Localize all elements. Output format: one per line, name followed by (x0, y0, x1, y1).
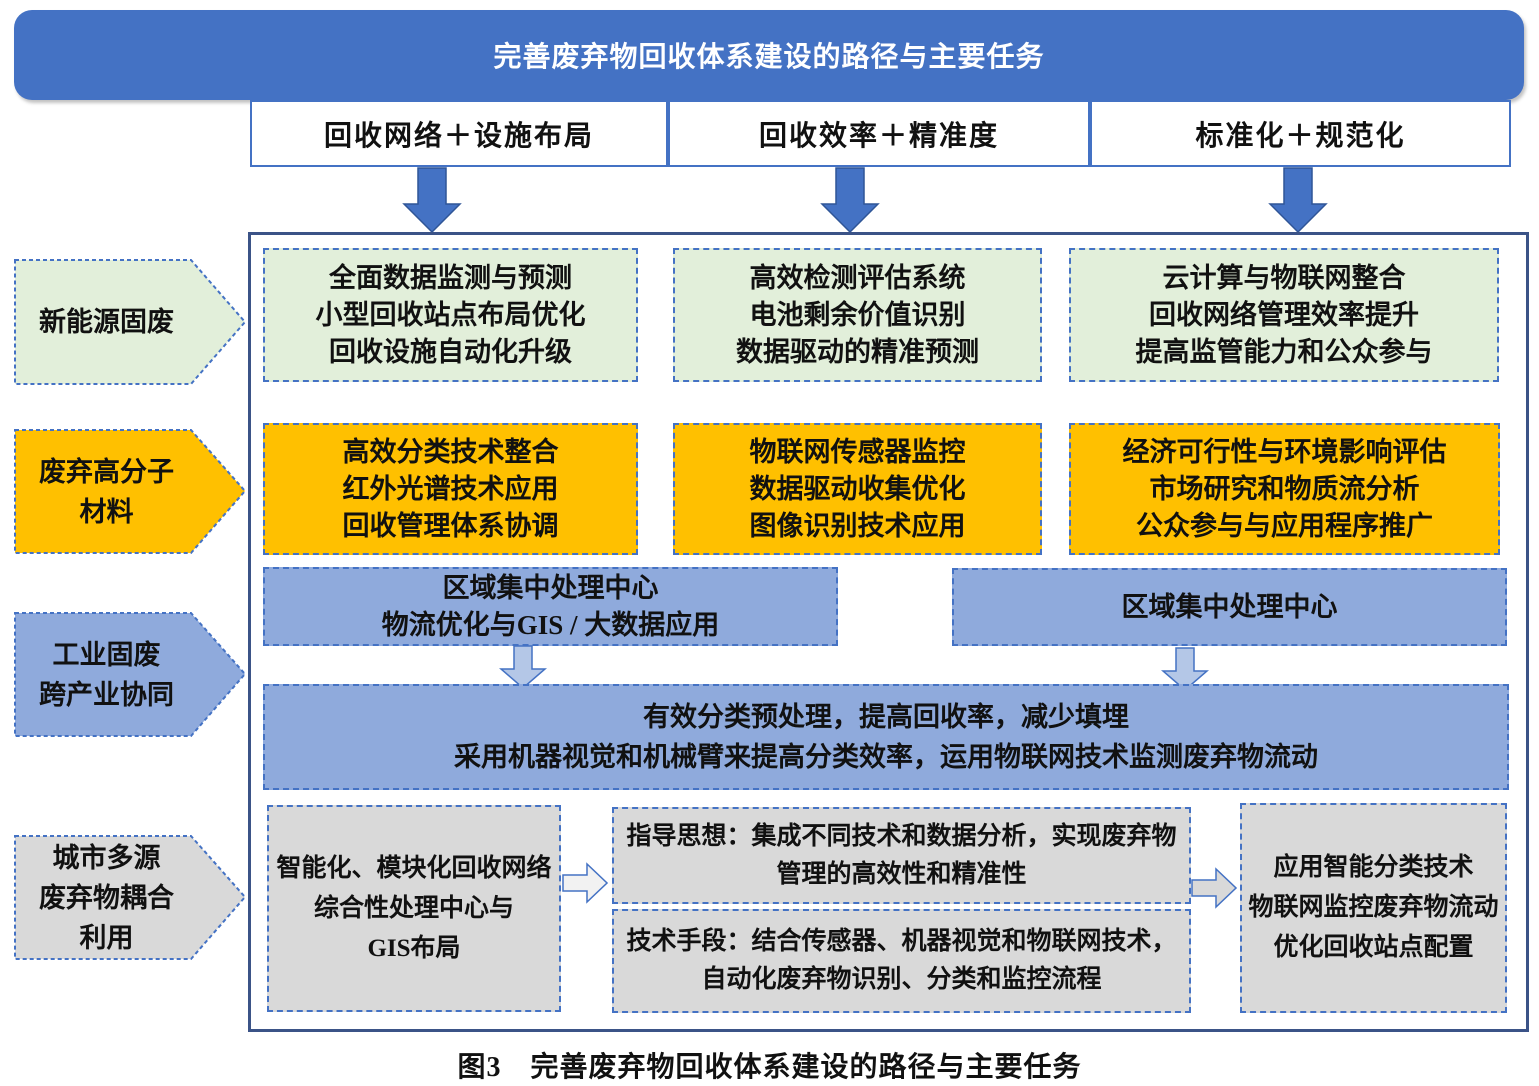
down-arrow-icon (402, 167, 462, 233)
task-line: 回收网络管理效率提升 (1149, 299, 1419, 330)
gray-line: GIS布局 (367, 934, 461, 962)
source-label-industrial-solid-waste: 工业固废 跨产业协同 (14, 612, 247, 737)
source-label-waste-polymer-materials: 废弃高分子 材料 (14, 429, 247, 554)
task-line: 回收管理体系协调 (342, 510, 559, 541)
path-header-label: 回收网络＋设施布局 (323, 120, 594, 152)
right-arrow-icon (1191, 867, 1237, 909)
gray-line: 智能化、模块化回收网络 (276, 854, 552, 882)
hub-box-regional-center-left: 区域集中处理中心 物流优化与GIS / 大数据应用 (263, 567, 838, 646)
gray-box-smart-sorting-application: 应用智能分类技术 物联网监控废弃物流动 优化回收站点配置 (1240, 803, 1507, 1013)
gray-line: 自动化废弃物识别、分类和监控流程 (701, 966, 1102, 993)
source-label-line: 城市多源 (52, 842, 161, 873)
task-line: 提高监管能力和公众参与 (1135, 336, 1433, 367)
task-line: 红外光谱技术应用 (342, 473, 559, 504)
gray-box-technical-means: 技术手段：结合传感器、机器视觉和物联网技术， 自动化废弃物识别、分类和监控流程 (612, 909, 1191, 1013)
path-header-efficiency-precision: 回收效率＋精准度 (668, 100, 1090, 167)
small-down-arrow-icon (1161, 647, 1209, 691)
task-line: 市场研究和物质流分析 (1149, 473, 1420, 504)
small-down-arrow-icon (499, 645, 547, 689)
path-header-network-layout: 回收网络＋设施布局 (250, 100, 668, 167)
source-label-line: 工业固废 (52, 639, 161, 670)
task-line: 数据驱动的精准预测 (736, 336, 979, 367)
hub-line: 物流优化与GIS / 大数据应用 (381, 609, 720, 640)
task-line: 高效分类技术整合 (342, 436, 559, 467)
task-line: 云计算与物联网整合 (1162, 262, 1406, 293)
source-label-line: 利用 (79, 922, 134, 953)
source-label-line: 新能源固废 (39, 307, 174, 337)
gray-line: 优化回收站点配置 (1273, 934, 1474, 961)
task-line: 公众参与与应用程序推广 (1136, 510, 1433, 541)
task-box-sorting-technology: 高效分类技术整合 红外光谱技术应用 回收管理体系协调 (263, 423, 638, 555)
path-header-label: 标准化＋规范化 (1195, 120, 1406, 152)
task-line: 全面数据监测与预测 (329, 262, 572, 293)
gray-line: 应用智能分类技术 (1273, 854, 1474, 881)
chevron-shape (14, 612, 247, 737)
task-box-economic-feasibility: 经济可行性与环境影响评估 市场研究和物质流分析 公众参与与应用程序推广 (1069, 423, 1500, 555)
task-box-data-monitoring: 全面数据监测与预测 小型回收站点布局优化 回收设施自动化升级 (263, 248, 638, 382)
gray-line: 综合性处理中心与 (313, 894, 514, 922)
source-label-line: 跨产业协同 (39, 679, 174, 710)
gray-box-guiding-principle: 指导思想：集成不同技术和数据分析，实现废弃物 管理的高效性和精准性 (612, 807, 1191, 904)
gray-line: 管理的高效性和精准性 (776, 860, 1027, 888)
chevron-shape (14, 259, 247, 385)
source-label-line: 废弃高分子 (39, 456, 174, 487)
hub-line: 区域集中处理中心 (1121, 591, 1338, 622)
task-line: 小型回收站点布局优化 (315, 299, 586, 330)
chevron-shape (14, 835, 247, 960)
hub-box-regional-center-right: 区域集中处理中心 (952, 568, 1507, 646)
source-label-new-energy-solid-waste: 新能源固废 (14, 259, 247, 385)
right-arrow-icon (562, 862, 608, 904)
task-line: 经济可行性与环境影响评估 (1122, 436, 1447, 467)
summary-line: 采用机器视觉和机械臂来提高分类效率，运用物联网技术监测废弃物流动 (454, 742, 1318, 772)
task-line: 电池剩余价值识别 (749, 299, 966, 330)
task-line: 高效检测评估系统 (749, 262, 966, 293)
summary-box-pretreatment: 有效分类预处理，提高回收率，减少填埋 采用机器视觉和机械臂来提高分类效率，运用物… (263, 684, 1509, 790)
task-box-cloud-iot: 云计算与物联网整合 回收网络管理效率提升 提高监管能力和公众参与 (1069, 248, 1499, 382)
figure-caption: 图3 完善废弃物回收体系建设的路径与主要任务 (0, 1044, 1539, 1086)
diagram-title: 完善废弃物回收体系建设的路径与主要任务 (493, 42, 1045, 73)
down-arrow-icon (820, 167, 880, 233)
source-label-line: 材料 (79, 496, 134, 527)
gray-box-smart-modular-network: 智能化、模块化回收网络 综合性处理中心与 GIS布局 (267, 805, 561, 1012)
gray-line: 物联网监控废弃物流动 (1248, 894, 1499, 921)
task-box-detection-evaluation: 高效检测评估系统 电池剩余价值识别 数据驱动的精准预测 (673, 248, 1042, 382)
source-label-line: 废弃物耦合 (39, 882, 174, 913)
title-banner: 完善废弃物回收体系建设的路径与主要任务 (14, 10, 1524, 100)
task-box-iot-sensors: 物联网传感器监控 数据驱动收集优化 图像识别技术应用 (673, 423, 1042, 555)
chevron-shape (14, 429, 247, 554)
hub-line: 区域集中处理中心 (442, 572, 659, 603)
gray-line: 技术手段：结合传感器、机器视觉和物联网技术， (626, 928, 1177, 955)
gray-line: 指导思想：集成不同技术和数据分析，实现废弃物 (626, 822, 1177, 850)
task-line: 物联网传感器监控 (749, 436, 966, 467)
summary-line: 有效分类预处理，提高回收率，减少填埋 (643, 702, 1129, 732)
task-line: 数据驱动收集优化 (749, 473, 966, 504)
caption-text: 图3 完善废弃物回收体系建设的路径与主要任务 (457, 1052, 1082, 1083)
task-line: 回收设施自动化升级 (329, 336, 572, 367)
source-label-urban-multisource-waste: 城市多源 废弃物耦合 利用 (14, 835, 247, 960)
path-header-label: 回收效率＋精准度 (758, 120, 999, 152)
down-arrow-icon (1268, 167, 1328, 233)
path-header-standardization: 标准化＋规范化 (1090, 100, 1511, 167)
task-line: 图像识别技术应用 (749, 510, 966, 541)
